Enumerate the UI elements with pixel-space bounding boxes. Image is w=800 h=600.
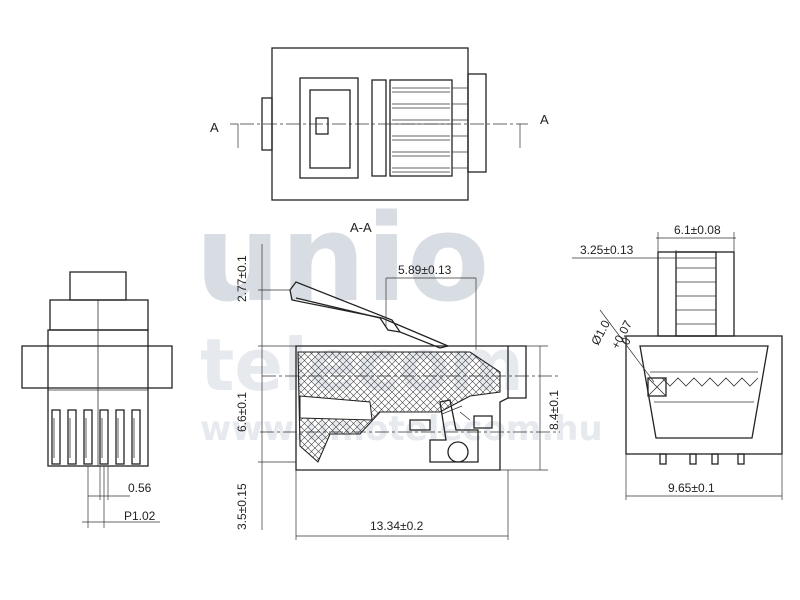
section-label: A-A: [350, 220, 372, 235]
rear-view: 6.1±0.08 3.25±0.13 Ø1.0 +0.07 0 9.65±0.1: [572, 223, 783, 500]
top-view: A A A-A: [210, 47, 549, 235]
dim-base-height: 3.5±0.15: [235, 483, 249, 530]
dim-body-height: 6.6±0.1: [235, 392, 249, 432]
contact-pins: [51, 409, 141, 465]
watermark-url: www.uniotelecom.hu: [200, 409, 603, 449]
dim-length: 13.34±0.2: [370, 519, 424, 533]
side-view: 5.89±0.13 2.77±0.1 6.6±0.1 3.5±0.15 8.4±…: [235, 244, 561, 540]
dim-latch-offset: 5.89±0.13: [398, 263, 452, 277]
dim-latch-width: 6.1±0.08: [674, 223, 721, 237]
dim-overall-height: 8.4±0.1: [547, 390, 561, 430]
dim-pin-width: 0.56: [128, 481, 152, 495]
section-marker-right: A: [540, 112, 549, 127]
dim-latch-inner: 3.25±0.13: [580, 243, 634, 257]
section-marker-left: A: [210, 120, 219, 135]
watermark-brand-top: unio: [195, 190, 489, 329]
front-view: 0.56 P1.02: [21, 271, 173, 528]
dim-latch-height: 2.77±0.1: [235, 255, 249, 302]
dim-body-width: 9.65±0.1: [668, 481, 715, 495]
dim-pitch: P1.02: [124, 509, 156, 523]
